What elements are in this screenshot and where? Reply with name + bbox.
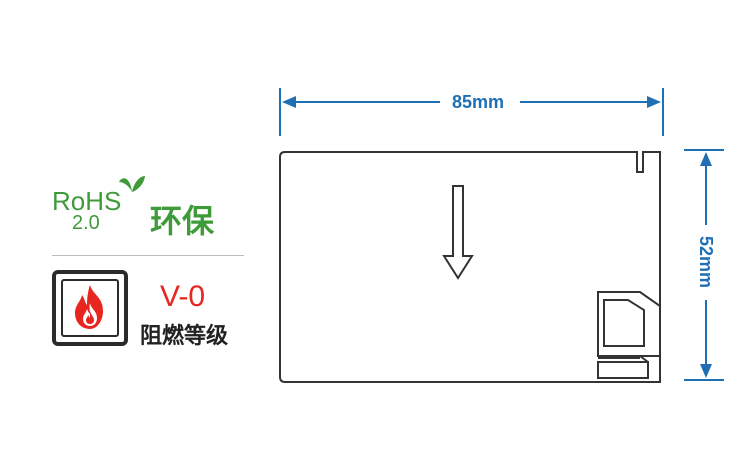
width-label: 85mm	[452, 92, 504, 112]
rohs-version: 2.0	[72, 212, 100, 234]
rohs-badge: RoHS 2.0	[52, 172, 145, 242]
rohs-text: RoHS	[52, 186, 122, 216]
divider	[52, 255, 244, 256]
height-dimension	[684, 149, 724, 381]
leaf-icon	[119, 176, 145, 192]
flame-icon-box	[52, 270, 128, 346]
down-arrow-icon	[442, 185, 474, 280]
flame-rating-label: 阻燃等级	[140, 324, 229, 349]
module-outline	[279, 151, 661, 383]
flame-icon	[75, 285, 103, 329]
eco-label: 环保	[150, 202, 215, 240]
height-label: 52mm	[696, 236, 716, 288]
flame-rating: V-0	[160, 280, 206, 313]
width-dimension	[279, 88, 664, 136]
